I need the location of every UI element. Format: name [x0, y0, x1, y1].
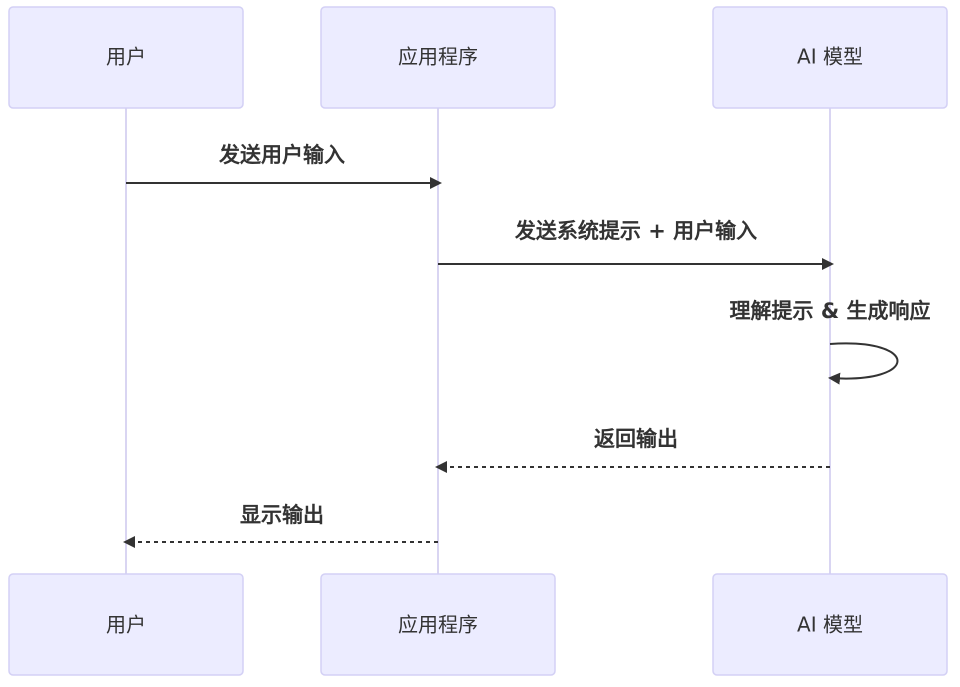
actor-bottom-user: 用户	[8, 573, 244, 676]
message-send-system-prompt-label: 发送系统提示 + 用户输入	[514, 219, 757, 243]
message-send-user-input: 发送用户输入	[126, 143, 442, 189]
message-send-user-input-label: 发送用户输入	[218, 143, 345, 167]
actor-bottom-app-label: 应用程序	[398, 613, 478, 637]
message-display-output-label: 显示输出	[240, 503, 324, 527]
message-understand-and-generate-arrow	[828, 342, 899, 385]
actor-top-ai: AI 模型	[712, 6, 948, 109]
message-return-output: 返回输出	[435, 427, 830, 473]
message-display-output: 显示输出	[123, 503, 438, 548]
message-send-system-prompt: 发送系统提示 + 用户输入	[438, 219, 834, 270]
actor-top-user-label: 用户	[106, 45, 146, 69]
actor-top-app: 应用程序	[320, 6, 556, 109]
message-understand-and-generate-label: 理解提示 & 生成响应	[730, 299, 931, 323]
actor-bottom-app: 应用程序	[320, 573, 556, 676]
actor-bottom-ai: AI 模型	[712, 573, 948, 676]
actor-top-user: 用户	[8, 6, 244, 109]
actor-bottom-ai-label: AI 模型	[797, 613, 863, 637]
actor-top-ai-label: AI 模型	[797, 45, 863, 69]
actor-bottom-user-label: 用户	[106, 613, 146, 637]
message-return-output-label: 返回输出	[594, 427, 678, 451]
message-understand-and-generate: 理解提示 & 生成响应	[730, 299, 931, 385]
actor-top-app-label: 应用程序	[398, 45, 478, 69]
